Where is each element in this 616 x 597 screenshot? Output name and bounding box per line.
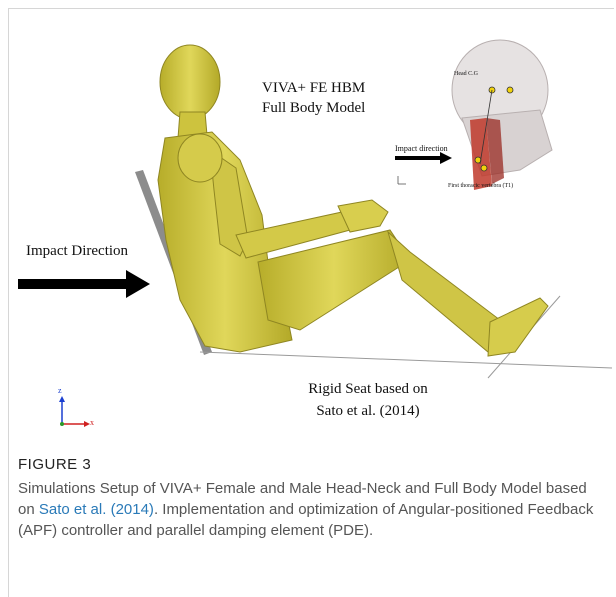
model-title-line1: VIVA+ FE HBM <box>262 78 402 98</box>
seat-caption: Rigid Seat based on Sato et al. (2014) <box>268 378 468 422</box>
impact-direction-label: Impact Direction <box>26 243 128 260</box>
seat-base-line <box>200 352 612 368</box>
figure-label: FIGURE 3 <box>18 456 91 473</box>
figure-caption: Simulations Setup of VIVA+ Female and Ma… <box>18 478 604 541</box>
model-title: VIVA+ FE HBM Full Body Model <box>262 78 402 118</box>
seat-caption-line2: Sato et al. (2014) <box>268 400 468 422</box>
model-title-line2: Full Body Model <box>262 98 402 118</box>
caption-citation-link[interactable]: Sato et al. (2014) <box>39 501 154 518</box>
seat-caption-line1: Rigid Seat based on <box>268 378 468 400</box>
inset-t1-label: First thoracic vertebra (T1) <box>448 183 513 189</box>
inset-head-cg-label: Head C.G <box>454 71 478 77</box>
coordinate-axes <box>59 396 90 427</box>
axis-x-label: x <box>90 418 94 427</box>
axis-z-label: z <box>58 386 62 395</box>
inset-impact-label: Impact direction <box>395 144 448 153</box>
head-neck-inset <box>395 40 552 190</box>
impact-arrow <box>18 270 150 298</box>
